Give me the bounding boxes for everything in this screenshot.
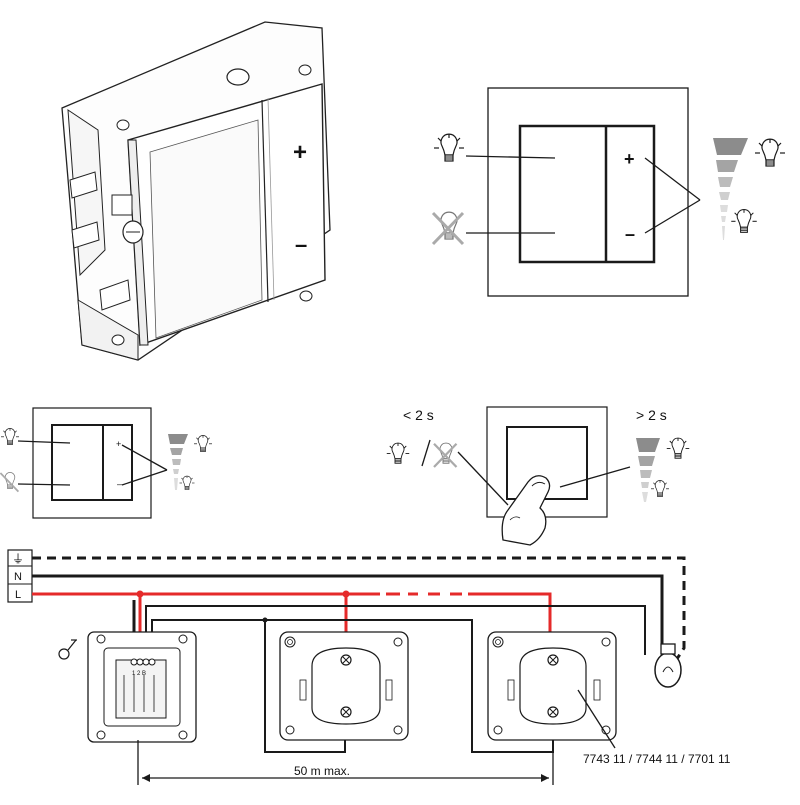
long-press-label: > 2 s	[636, 407, 667, 423]
long-press-ramp-icon	[636, 438, 660, 502]
short-press-bulb-off-icon	[433, 442, 458, 468]
small-bulb-on-icon	[0, 428, 20, 445]
earth-symbol-icon: ⏚	[12, 552, 24, 566]
neutral-label: N	[14, 571, 22, 583]
dimmer-module: 1 2 B	[87, 631, 197, 743]
push-button-1	[279, 631, 409, 741]
small-bulb-bright-icon	[193, 435, 213, 452]
dimmer-mechanism-illustration: + –	[61, 21, 331, 361]
lamp-icon	[654, 643, 682, 688]
small-brightness-ramp-icon	[168, 434, 188, 490]
small-minus-symbol: –	[117, 479, 122, 489]
short-press-bulb-on-icon	[386, 442, 410, 464]
bulb-dim-icon	[730, 208, 758, 233]
distance-label: 50 m max.	[294, 764, 350, 778]
device-plus-label: +	[293, 139, 307, 166]
short-press-label: < 2 s	[403, 407, 434, 423]
minus-symbol: –	[625, 224, 635, 244]
long-press-bulb-dim-icon	[650, 480, 670, 497]
press-timing-diagram: < 2 s > 2 s	[386, 406, 690, 546]
bulb-on-icon	[433, 133, 465, 162]
dimmer-front-view-small: + –	[0, 407, 213, 519]
tool-symbol-icon	[58, 639, 77, 660]
small-plus-symbol: +	[116, 439, 121, 449]
dimmer-front-view-large: + –	[431, 87, 786, 297]
live-label: L	[15, 589, 21, 601]
brightness-ramp-icon	[713, 138, 748, 240]
bulb-off-icon	[431, 211, 465, 246]
small-bulb-dim-icon	[179, 475, 195, 490]
finger-press-icon	[501, 475, 551, 546]
device-minus-label: –	[295, 232, 307, 257]
long-press-bulb-bright-icon	[666, 437, 690, 459]
bulb-bright-icon	[754, 138, 786, 167]
dimmer-terminal-labels: 1 2 B	[132, 671, 146, 677]
reference-numbers: 7743 11 / 7744 11 / 7701 11	[583, 752, 731, 766]
wiring-schematic: ⏚ N L	[7, 549, 731, 785]
small-bulb-off-icon	[0, 472, 20, 493]
plus-symbol: +	[624, 149, 635, 169]
push-button-2	[487, 631, 617, 741]
